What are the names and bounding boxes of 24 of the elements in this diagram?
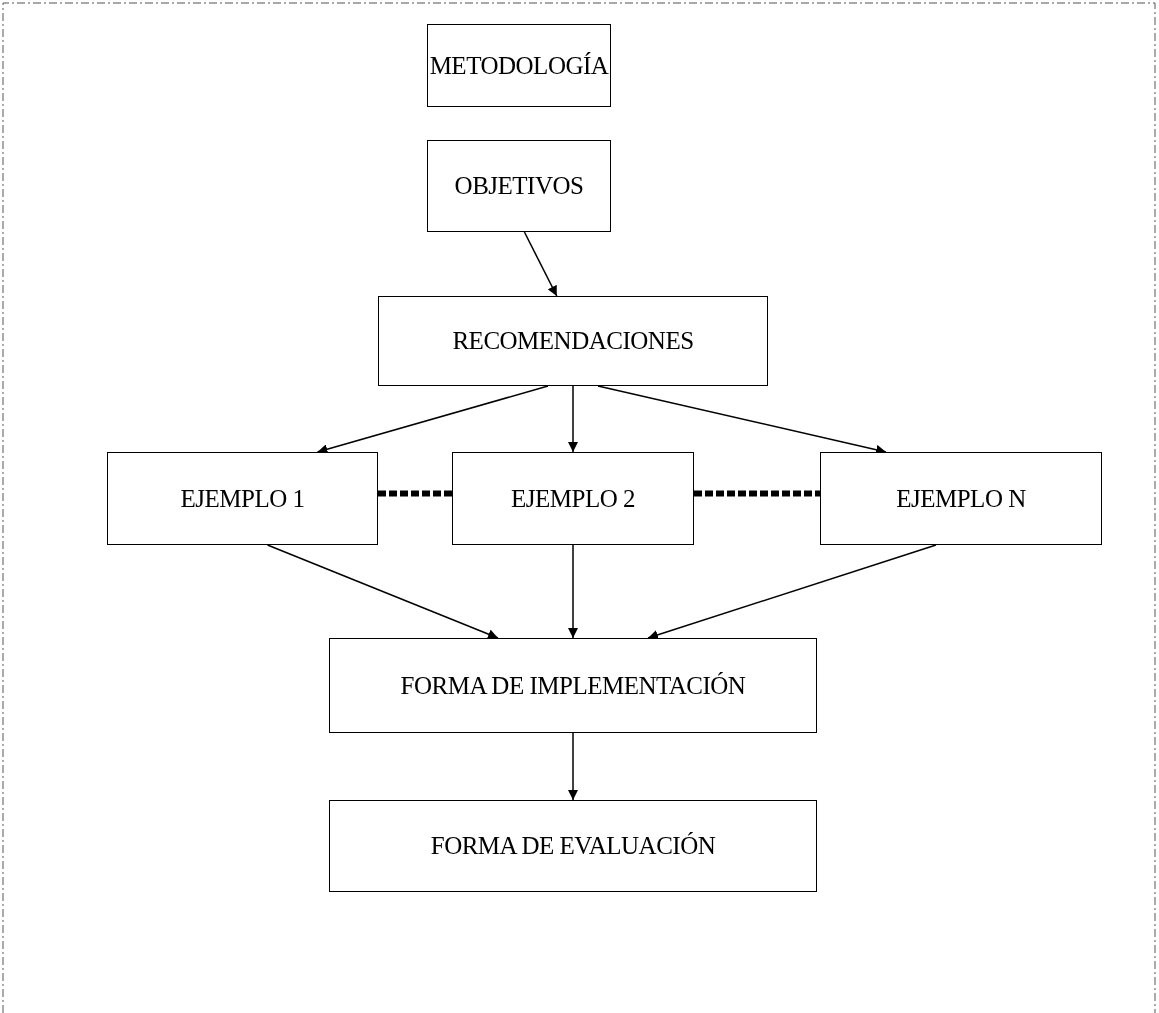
- arrow: [523, 231, 558, 297]
- box-label: EJEMPLO N: [896, 484, 1026, 513]
- arrow: [647, 544, 937, 640]
- process-box: [427, 24, 611, 107]
- dotted-connector: [378, 490, 452, 497]
- process-box: [107, 452, 378, 545]
- box-label: FORMA DE IMPLEMENTACIÓN: [400, 671, 746, 700]
- box-label: METODOLOGÍA: [429, 51, 609, 80]
- box-label: EJEMPLO 1: [180, 484, 305, 513]
- arrow: [568, 732, 578, 801]
- process-box: [329, 800, 817, 892]
- arrow: [568, 385, 578, 453]
- box-label: RECOMENDACIONES: [452, 327, 694, 355]
- box-label: OBJETIVOS: [454, 172, 584, 200]
- arrow: [266, 544, 499, 639]
- dotted-connector: [694, 490, 820, 497]
- process-box: [378, 296, 768, 386]
- process-box: [452, 452, 694, 545]
- process-box: [329, 638, 817, 733]
- arrow: [568, 544, 578, 639]
- box-label: FORMA DE EVALUACIÓN: [430, 832, 716, 860]
- process-box: [820, 452, 1102, 545]
- box-label: EJEMPLO 2: [511, 484, 635, 513]
- process-box: [427, 140, 611, 232]
